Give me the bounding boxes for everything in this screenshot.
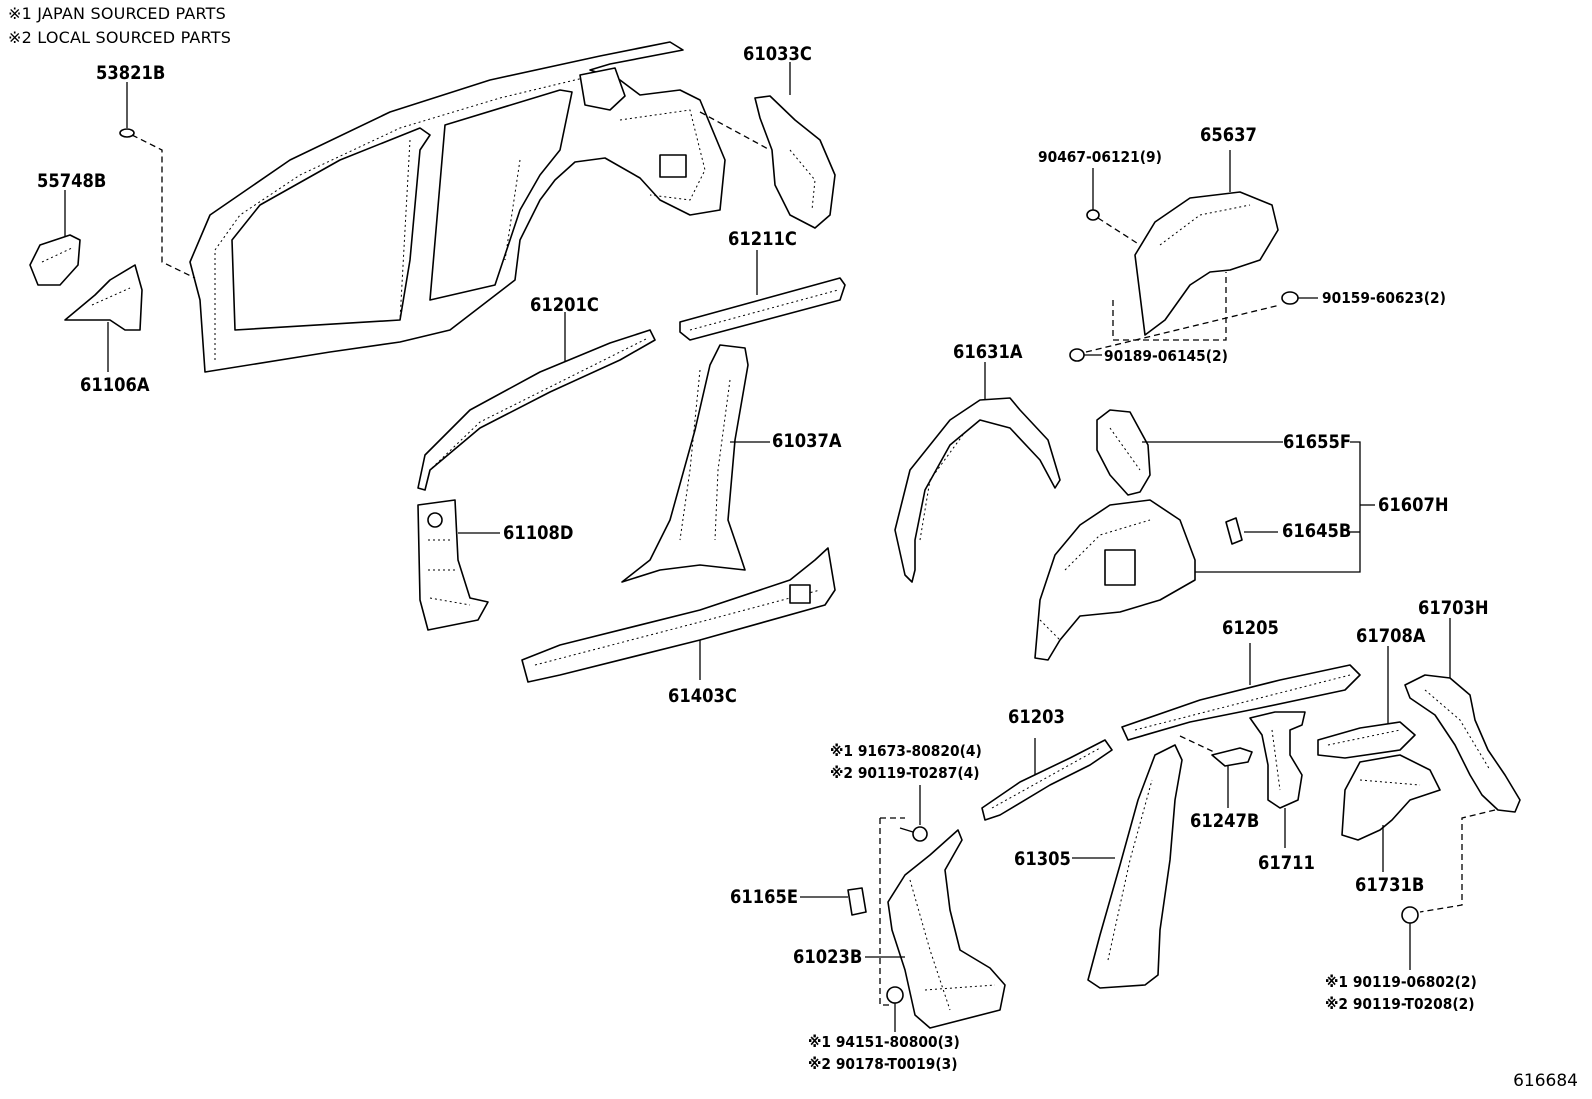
part-61655F-drawing	[1096, 409, 1283, 496]
part-61305-drawing	[1072, 744, 1183, 989]
nut-94151-drawing	[886, 986, 904, 1032]
part-61201C-drawing	[417, 312, 656, 491]
note-japan-sourced: ※1 JAPAN SOURCED PARTS	[8, 4, 227, 23]
diagram-reference-number: 616684	[1513, 1071, 1578, 1091]
part-61708A-drawing	[1317, 646, 1416, 759]
label-65637[interactable]: 65637	[1200, 124, 1257, 146]
group-61607H-bracket	[1195, 441, 1375, 573]
label-61023B[interactable]: 61023B	[793, 946, 863, 968]
part-61247B-drawing	[1179, 735, 1253, 808]
part-61165E-drawing	[800, 887, 867, 916]
label-90119-06802[interactable]: ※1 90119-06802(2)	[1325, 973, 1477, 991]
part-61631A-drawing	[894, 362, 1061, 583]
label-61403C[interactable]: 61403C	[668, 685, 737, 707]
label-61708A[interactable]: 61708A	[1356, 625, 1426, 647]
bolt-90119-06802-drawing	[1401, 809, 1496, 970]
label-61711[interactable]: 61711	[1258, 852, 1315, 874]
label-61205[interactable]: 61205	[1222, 617, 1279, 639]
label-61607H[interactable]: 61607H	[1378, 494, 1449, 516]
bolt-91673-drawing	[879, 785, 928, 1006]
label-90119-T0287[interactable]: ※2 90119-T0287(4)	[830, 764, 980, 782]
part-61645B-drawing	[1225, 517, 1278, 545]
part-61403C-drawing	[521, 547, 836, 683]
part-61106A-drawing	[64, 264, 143, 372]
part-55748B-drawing	[29, 190, 81, 286]
label-61106A[interactable]: 61106A	[80, 374, 150, 396]
part-61711-drawing	[1249, 711, 1306, 848]
label-61247B[interactable]: 61247B	[1190, 810, 1260, 832]
side-outer-panel-drawing	[189, 41, 726, 373]
label-61165E[interactable]: 61165E	[730, 886, 799, 908]
part-61211C-drawing	[679, 250, 846, 341]
label-91673-80820[interactable]: ※1 91673-80820(4)	[830, 742, 982, 760]
note-local-sourced: ※2 LOCAL SOURCED PARTS	[8, 28, 232, 47]
part-61203-drawing	[981, 738, 1113, 821]
label-55748B[interactable]: 55748B	[37, 170, 107, 192]
label-61645B[interactable]: 61645B	[1282, 520, 1352, 542]
label-94151-80800[interactable]: ※1 94151-80800(3)	[808, 1033, 960, 1051]
label-61211C[interactable]: 61211C	[728, 228, 797, 250]
part-65637-drawing	[1069, 150, 1318, 362]
label-53821B[interactable]: 53821B	[96, 62, 166, 84]
part-61108D-drawing	[417, 499, 500, 631]
label-61203[interactable]: 61203	[1008, 706, 1065, 728]
part-61033C-drawing	[699, 62, 836, 229]
part-61023B-drawing	[865, 829, 1006, 1029]
label-61703H[interactable]: 61703H	[1418, 597, 1489, 619]
label-90119-T0208[interactable]: ※2 90119-T0208(2)	[1325, 995, 1475, 1013]
label-61305[interactable]: 61305	[1014, 848, 1071, 870]
part-61703H-drawing	[1404, 618, 1521, 813]
label-61033C[interactable]: 61033C	[743, 43, 812, 65]
label-90159-60623[interactable]: 90159-60623(2)	[1322, 289, 1446, 307]
label-90467-06121[interactable]: 90467-06121(9)	[1038, 148, 1162, 166]
label-61201C[interactable]: 61201C	[530, 294, 599, 316]
part-61731B-drawing	[1341, 754, 1441, 872]
label-61108D[interactable]: 61108D	[503, 522, 574, 544]
part-61607H-drawing	[1034, 499, 1196, 661]
label-61037A[interactable]: 61037A	[772, 430, 842, 452]
label-90178-T0019[interactable]: ※2 90178-T0019(3)	[808, 1055, 958, 1073]
label-61731B[interactable]: 61731B	[1355, 874, 1425, 896]
part-61205-drawing	[1121, 643, 1361, 741]
part-53821B-drawing	[119, 82, 196, 279]
label-90189-06145[interactable]: 90189-06145(2)	[1104, 347, 1228, 365]
part-61037A-drawing	[621, 344, 770, 583]
label-61631A[interactable]: 61631A	[953, 341, 1023, 363]
label-61655F[interactable]: 61655F	[1283, 431, 1352, 453]
